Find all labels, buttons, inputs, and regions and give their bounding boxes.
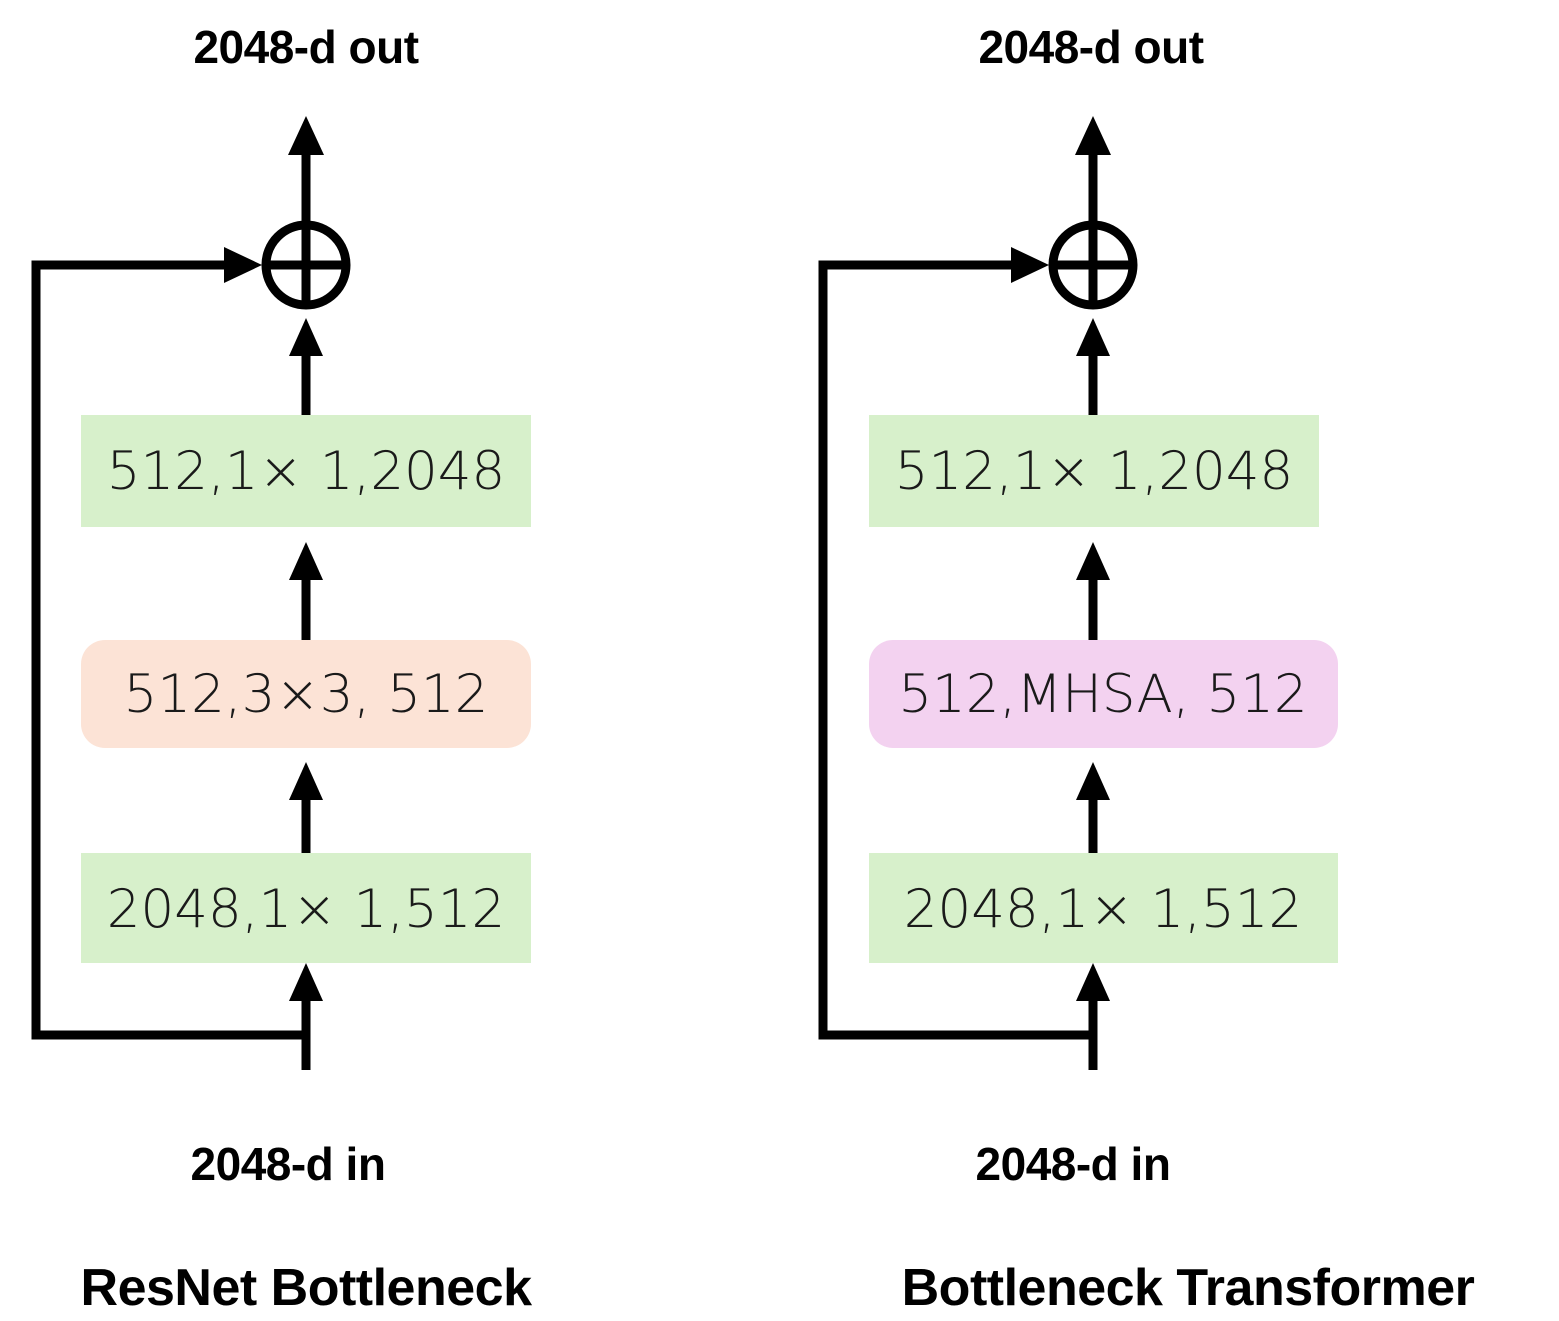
circled-plus-icon: [1048, 220, 1138, 310]
top-label-out: 2048-d out: [978, 21, 1203, 73]
block-middle-label: 512,3×3, 512: [124, 664, 489, 725]
arrow-block-middle-to-top: [1076, 542, 1110, 640]
panel-resnet-bottleneck: 2048-d out: [31, 21, 533, 1317]
block-middle-label: 512,MHSA, 512: [898, 664, 1307, 725]
panel-bottleneck-transformer: 2048-d out: [818, 21, 1475, 1317]
block-middle: 512,3×3, 512: [81, 640, 531, 748]
block-top-label: 512,1× 1,2048: [895, 441, 1293, 502]
block-bottom-label: 2048,1× 1,512: [904, 879, 1302, 940]
bottom-label-in: 2048-d in: [976, 1138, 1171, 1190]
block-bottom-label: 2048,1× 1,512: [107, 879, 505, 940]
bottom-label-in: 2048-d in: [191, 1138, 386, 1190]
output-arrow: [288, 116, 324, 232]
panel-caption: ResNet Bottleneck: [81, 1259, 533, 1317]
skip-connection-path: [31, 247, 306, 1040]
block-bottom: 2048,1× 1,512: [81, 853, 531, 963]
arrow-block-bottom-to-middle: [1076, 762, 1110, 853]
output-arrow: [1075, 116, 1111, 232]
top-label-out: 2048-d out: [193, 21, 418, 73]
block-top: 512,1× 1,2048: [81, 415, 531, 527]
block-bottom: 2048,1× 1,512: [869, 853, 1338, 963]
arrow-block-top-to-sum: [1076, 318, 1110, 415]
panel-caption: Bottleneck Transformer: [902, 1259, 1475, 1317]
skip-connection-path: [818, 247, 1093, 1040]
circled-plus-icon: [261, 220, 351, 310]
input-arrow: [289, 963, 323, 1070]
input-arrow: [1076, 963, 1110, 1070]
arrow-block-bottom-to-middle: [289, 762, 323, 853]
arrow-block-middle-to-top: [289, 542, 323, 640]
block-middle: 512,MHSA, 512: [869, 640, 1338, 748]
arrow-block-top-to-sum: [289, 318, 323, 415]
block-top: 512,1× 1,2048: [869, 415, 1319, 527]
block-top-label: 512,1× 1,2048: [107, 441, 505, 502]
